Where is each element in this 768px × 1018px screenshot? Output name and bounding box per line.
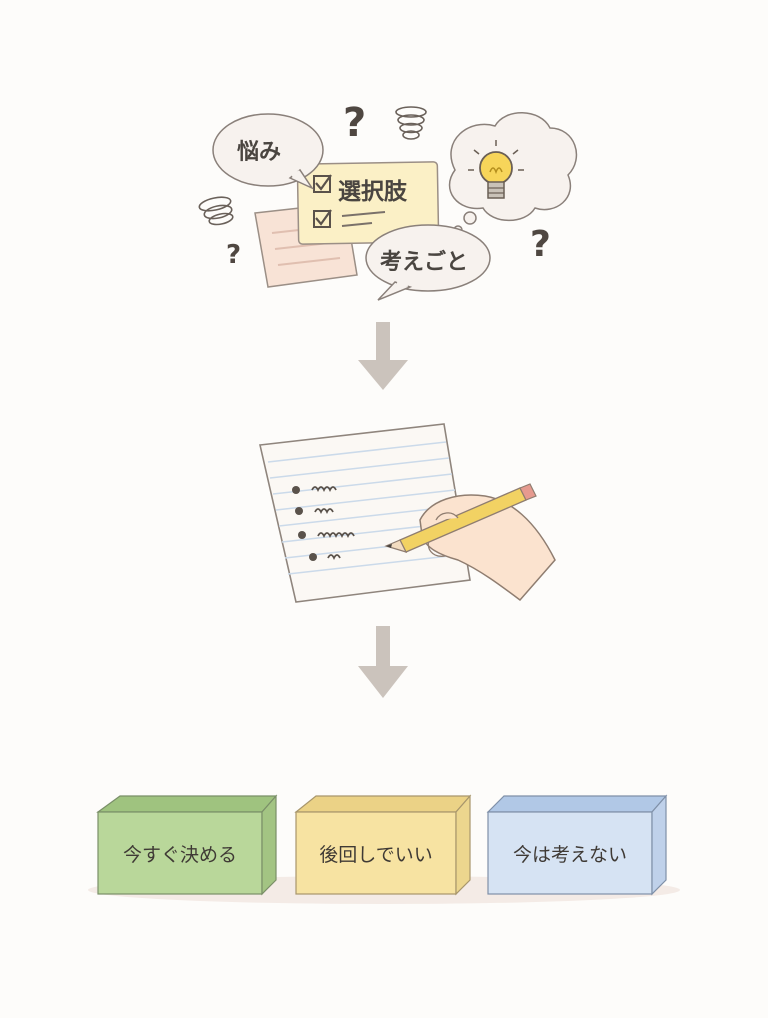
checkmark-icon	[315, 209, 332, 226]
box-label-decide-now: 今すぐ決める	[122, 844, 237, 866]
options-note-text: 選択肢	[338, 179, 407, 205]
box-label-later: 後回しでいい	[319, 844, 433, 866]
thinking-bubble-text: 考えごと	[380, 250, 469, 275]
worry-speech-bubble	[212, 113, 324, 190]
question-mark-icon: ?	[226, 240, 242, 270]
handwriting-squiggle	[311, 486, 355, 561]
thinking-speech-bubble	[365, 224, 491, 301]
hand-with-pencil-icon	[384, 483, 556, 602]
category-box-decide-now	[96, 794, 278, 896]
worry-bubble-text: 悩み	[237, 140, 282, 165]
light-bulb-icon	[468, 140, 524, 199]
scribble-icon	[395, 106, 427, 140]
options-note-card	[296, 161, 440, 245]
thought-cloud-bubble	[448, 112, 578, 235]
down-arrow-icon	[358, 626, 408, 698]
category-box-not-now	[486, 794, 668, 896]
bullet-point	[292, 486, 317, 561]
scribble-icon	[198, 196, 234, 226]
checkbox-icon	[313, 210, 331, 228]
writing-paper-icon	[259, 423, 471, 603]
box-label-not-now: 今は考えない	[512, 844, 627, 866]
question-mark-icon: ?	[530, 224, 551, 265]
category-box-later	[294, 794, 472, 896]
pencil-icon	[384, 483, 537, 553]
question-mark-icon: ?	[343, 100, 367, 146]
checkbox-icon	[313, 175, 331, 193]
down-arrow-icon	[358, 322, 408, 390]
checkmark-icon	[315, 174, 332, 191]
